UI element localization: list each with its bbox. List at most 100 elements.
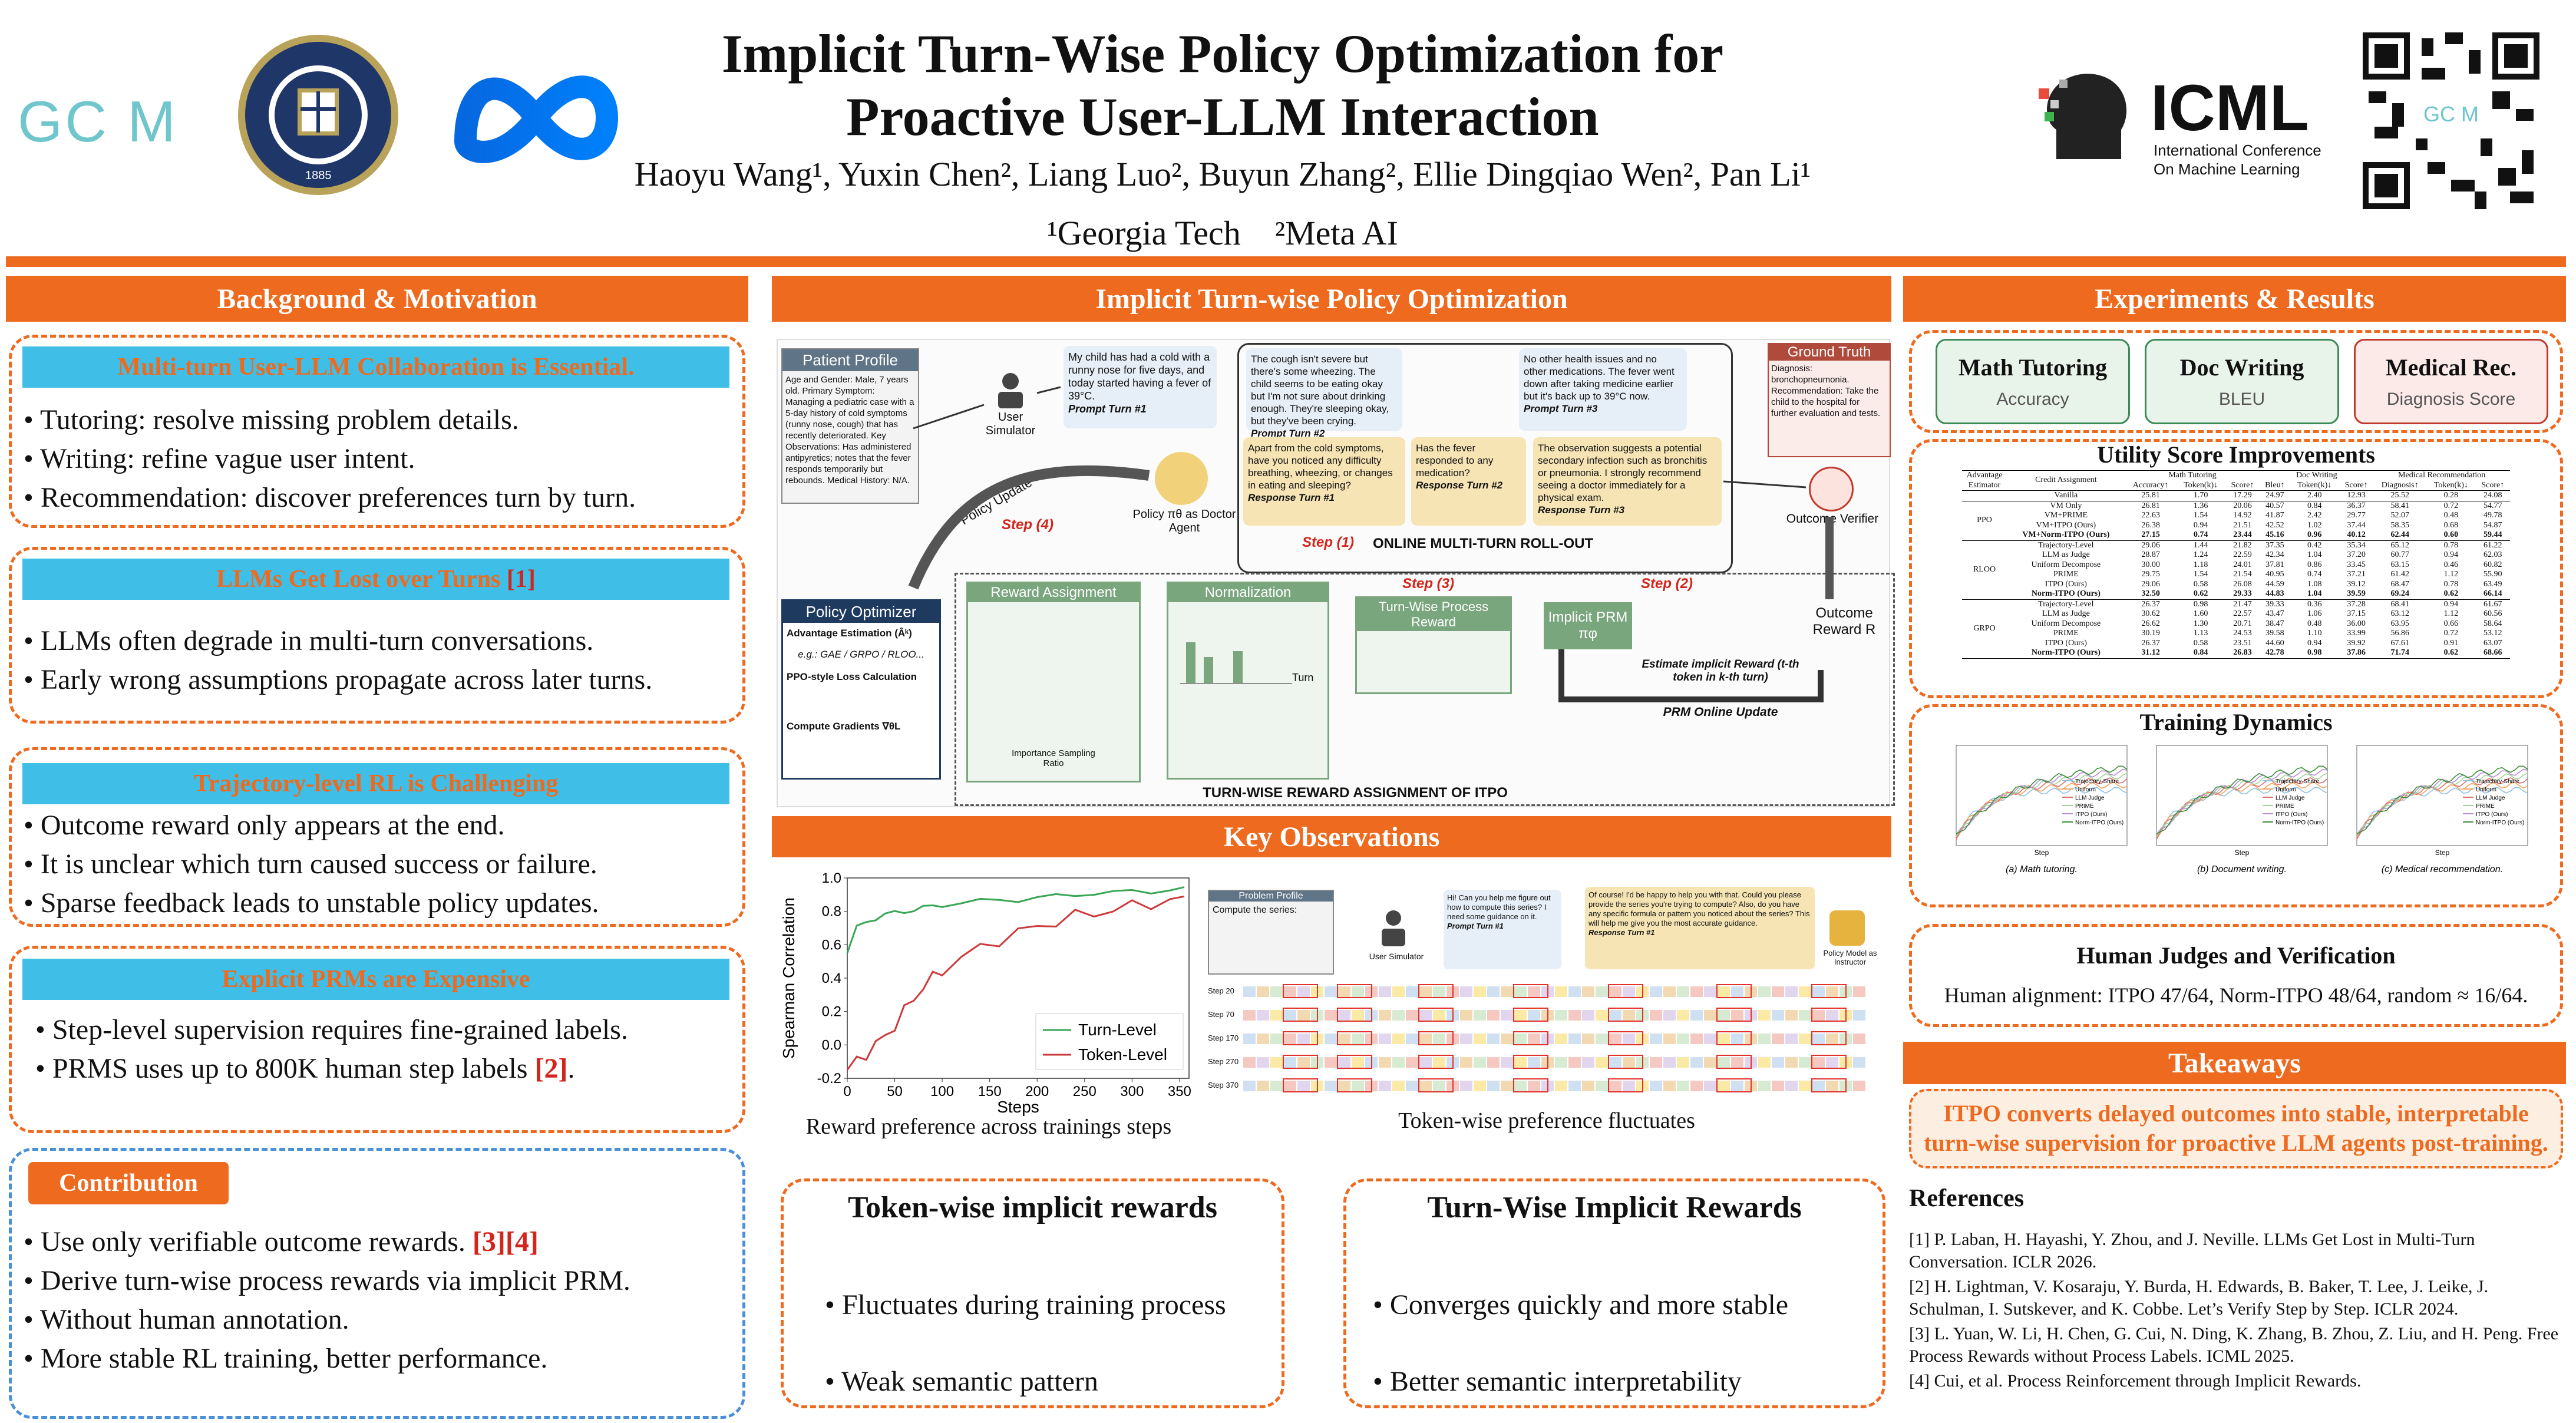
- heatmap-cell: [1799, 1034, 1811, 1044]
- table-cell: Norm-ITPO (Ours): [2031, 589, 2101, 598]
- heatmap-cell: [1785, 1034, 1798, 1044]
- token-heatmap-figure: Problem Profile Compute the series: User…: [1208, 878, 1885, 1102]
- dynamics-caption: (a) Math tutoring.: [2006, 864, 2078, 874]
- table-cell: 26.37: [2141, 638, 2160, 648]
- dynamics-legend-label: LLM Judge: [2476, 795, 2505, 801]
- table-cell: 54.87: [2483, 520, 2502, 530]
- table-cell: 24.53: [2233, 629, 2252, 638]
- table-cell: 29.75: [2141, 570, 2160, 579]
- dynamics-line: [2156, 787, 2328, 837]
- heatmap-turn-marker: [1608, 1078, 1643, 1092]
- reference-item: [4] Cui, et al. Process Reinforcement th…: [1909, 1371, 2362, 1391]
- reward-assign-title: Reward Assignment: [968, 583, 1139, 602]
- heatmap-cell: [1487, 986, 1500, 997]
- table-cell: 39.92: [2347, 638, 2366, 648]
- estimate-label: Estimate implicit Reward (t-th token in …: [1642, 658, 1799, 684]
- table-cell: 0.94: [2443, 599, 2459, 609]
- heatmap-cell: [1663, 1057, 1676, 1068]
- cite-link[interactable]: [1]: [506, 566, 536, 593]
- table-cell: 67.61: [2390, 638, 2409, 648]
- heatmap-cell: [1663, 1034, 1676, 1044]
- table-cell: 0.94: [2307, 638, 2322, 648]
- dynamics-line: [2156, 765, 2328, 834]
- dynamics-legend-label: Uniform: [2476, 787, 2496, 793]
- dynamics-frame: [1956, 745, 2128, 846]
- heatmap-cell: [1826, 1057, 1838, 1068]
- normalization-bars: [1180, 642, 1292, 684]
- table-cell: 58.35: [2390, 520, 2409, 530]
- response-label: Response Turn #1: [1248, 492, 1335, 503]
- heatmap-turn-marker: [1716, 1008, 1752, 1022]
- authors: Haoyu Wang¹, Yuxin Chen², Liang Luo², Bu…: [634, 155, 1811, 193]
- heatmap-cell: [1731, 1057, 1743, 1068]
- heatmap-turn-marker: [1608, 1008, 1643, 1022]
- table-cell: 21.51: [2233, 520, 2252, 530]
- table-cell: 0.94: [2443, 550, 2459, 559]
- heatmap-cell: [1474, 1081, 1486, 1091]
- dynamics-caption: (c) Medical recommendation.: [2382, 864, 2503, 874]
- heatmap-cell: [1270, 1081, 1283, 1091]
- table-subheader: Token(k)↓: [2184, 480, 2218, 490]
- table-cell: 63.15: [2390, 560, 2409, 569]
- table-cell: 29.77: [2347, 511, 2366, 520]
- table-cell: 0.74: [2307, 570, 2322, 579]
- table-cell: 43.47: [2265, 609, 2284, 618]
- heatmap-cell: [1650, 1081, 1662, 1091]
- table-cell: 26.38: [2141, 520, 2160, 530]
- block4-title: Explicit PRMs are Expensive: [22, 959, 729, 1000]
- heatmap-cell: [1826, 1034, 1838, 1044]
- list-item: Outcome reward only appears at the end.: [24, 806, 742, 845]
- heatmap-turn-marker: [1716, 984, 1752, 998]
- heatmap-cell: [1243, 986, 1256, 997]
- cite-link[interactable]: [2]: [534, 1053, 568, 1084]
- table-cell: 0.84: [2193, 648, 2208, 657]
- heatmap-turn-marker: [1418, 1078, 1454, 1092]
- x-tick-label: 300: [1120, 1084, 1144, 1100]
- heatmap-cell: [1460, 1034, 1472, 1044]
- heatmap-cell: [1772, 1010, 1784, 1021]
- heatmap-cell: [1623, 1057, 1635, 1068]
- heatmap-cell: [1270, 986, 1283, 997]
- problem-profile-title: Problem Profile: [1209, 891, 1333, 902]
- list-item: Fluctuates during training process: [825, 1267, 1279, 1343]
- table-cell: VM Only: [2050, 501, 2082, 510]
- cite-link[interactable]: [3][4]: [472, 1226, 539, 1257]
- icml-subtitle-1: International Conference: [2154, 141, 2321, 159]
- heatmap-turn-marker: [1811, 1055, 1847, 1069]
- table-subheader: Score↑: [2231, 480, 2254, 490]
- heatmap-cell: [1609, 1010, 1621, 1021]
- heatmap-cell: [1609, 1057, 1621, 1068]
- heatmap-cell: [1785, 1010, 1798, 1021]
- table-cell: 52.07: [2390, 511, 2409, 520]
- table-cell: 37.86: [2347, 648, 2366, 657]
- heatmap-cell: [1596, 1081, 1608, 1091]
- table-cell: 0.98: [2193, 599, 2208, 609]
- table-cell: 37.28: [2347, 599, 2366, 609]
- heatmap-turn-marker: [1418, 984, 1454, 998]
- resp-msg-text: Of course! I'd be happy to help you with…: [1588, 890, 1810, 927]
- heatmap-cell: [1758, 1034, 1771, 1044]
- heatmap-turn-marker: [1337, 1031, 1372, 1045]
- dynamics-xlabel: Step: [2235, 848, 2250, 857]
- heatmap-turn-marker: [1608, 1055, 1643, 1069]
- token-wise-bullets: Fluctuates during training process Weak …: [825, 1267, 1279, 1420]
- block2-title: LLMs Get Lost over Turns [1]: [22, 559, 729, 600]
- human-judges-text: Human alignment: ITPO 47/64, Norm-ITPO 4…: [1944, 983, 2528, 1007]
- table-subheader: Bleu↑: [2265, 480, 2285, 490]
- patient-profile-title: Patient Profile: [782, 349, 918, 371]
- block-trajectory: [9, 747, 745, 927]
- list-item: Step-level supervision requires fine-gra…: [35, 1011, 742, 1049]
- dynamics-xlabel: Step: [2035, 848, 2049, 857]
- heatmap-cell: [1568, 1034, 1581, 1044]
- dynamics-legend-label: LLM Judge: [2276, 795, 2305, 801]
- list-item: Without human annotation.: [24, 1300, 742, 1339]
- heatmap-cell: [1257, 1081, 1269, 1091]
- heatmap-cell: [1433, 1034, 1445, 1044]
- heatmap-cell: [1501, 1034, 1513, 1044]
- itpo-bottom-label: TURN-WISE REWARD ASSIGNMENT OF ITPO: [1203, 785, 1508, 801]
- qr-code[interactable]: GC M: [2363, 32, 2539, 209]
- heatmap-cell: [1677, 1010, 1689, 1021]
